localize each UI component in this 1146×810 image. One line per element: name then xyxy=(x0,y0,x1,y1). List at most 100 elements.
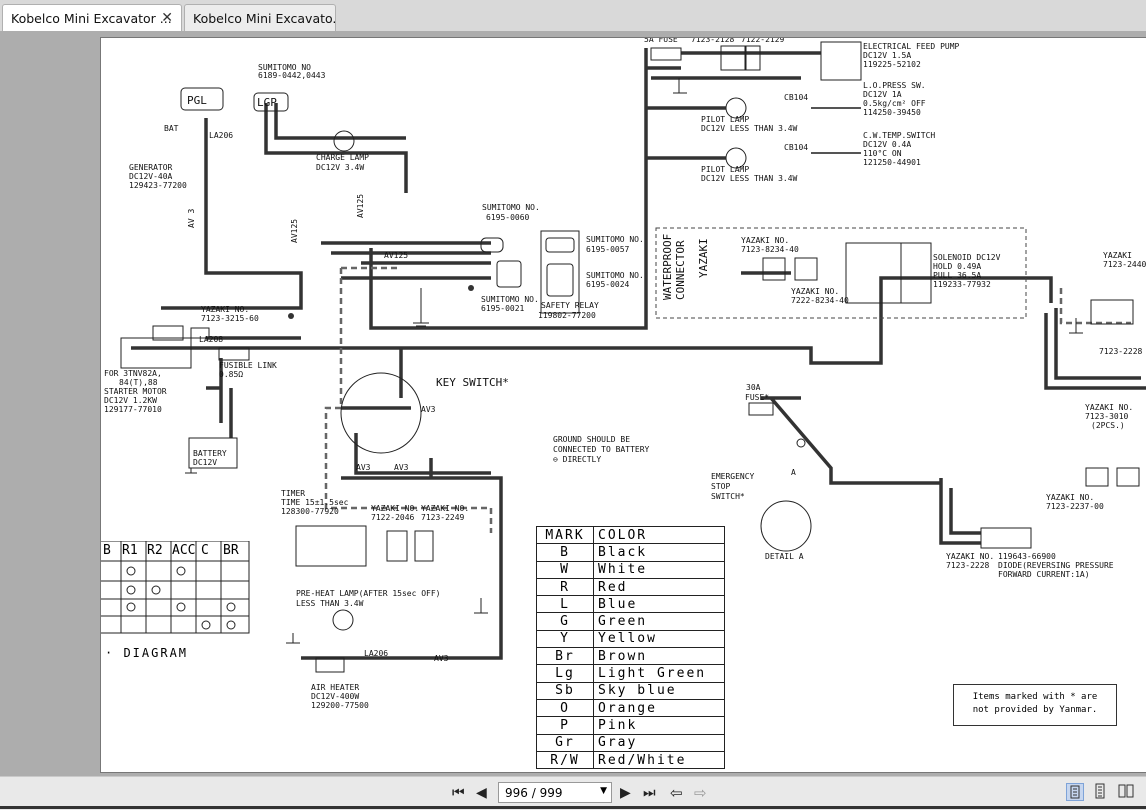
mark-cell: Y xyxy=(536,629,594,649)
svg-text:AV125: AV125 xyxy=(356,194,365,218)
svg-text:CONNECTED TO BATTERY: CONNECTED TO BATTERY xyxy=(553,445,650,454)
key-switch-grid xyxy=(101,541,250,634)
svg-text:0.5kg/cm² OFF: 0.5kg/cm² OFF xyxy=(863,99,926,108)
svg-text:LA206: LA206 xyxy=(364,649,388,658)
single-page-view-icon[interactable] xyxy=(1066,783,1084,801)
svg-text:YAZAKI: YAZAKI xyxy=(1103,251,1132,260)
svg-text:CHARGE LAMP: CHARGE LAMP xyxy=(316,153,369,162)
svg-text:DC12V-40A: DC12V-40A xyxy=(129,172,173,181)
color-cell: Pink xyxy=(593,716,725,735)
svg-text:6195-0024: 6195-0024 xyxy=(586,280,630,289)
close-icon[interactable]: ✕ xyxy=(161,10,173,26)
key-header: R1 xyxy=(122,543,138,558)
svg-text:CB104: CB104 xyxy=(784,143,808,152)
svg-text:STOP: STOP xyxy=(711,482,730,491)
header-mark: MARK xyxy=(536,525,594,545)
svg-text:STARTER MOTOR: STARTER MOTOR xyxy=(104,387,167,396)
svg-text:YAZAKI NO.: YAZAKI NO. xyxy=(946,552,994,561)
last-page-icon[interactable]: ⏭ xyxy=(643,785,656,801)
svg-text:AV125: AV125 xyxy=(384,251,408,260)
svg-text:SAFETY RELAY: SAFETY RELAY xyxy=(541,301,599,310)
svg-text:AV3: AV3 xyxy=(421,405,436,414)
svg-text:30A: 30A xyxy=(746,383,761,392)
svg-text:SOLENOID DC12V: SOLENOID DC12V xyxy=(933,253,1001,262)
chevron-down-icon: ▼ xyxy=(600,786,607,796)
key-header: C xyxy=(201,543,209,558)
svg-text:LESS THAN 3.4W: LESS THAN 3.4W xyxy=(296,599,364,608)
two-page-view-icon[interactable] xyxy=(1118,783,1136,801)
color-cell: Red xyxy=(593,577,725,597)
svg-text:FUSE*: FUSE* xyxy=(745,393,769,402)
tab-label: Kobelco Mini Excavato... xyxy=(193,11,336,26)
svg-text:CONNECTOR: CONNECTOR xyxy=(674,240,687,300)
first-page-icon[interactable]: ⏮ xyxy=(452,785,465,801)
svg-text:KEY SWITCH*: KEY SWITCH* xyxy=(436,376,509,389)
svg-text:LA206: LA206 xyxy=(209,131,233,140)
tab-bar: Kobelco Mini Excavator ... ✕ Kobelco Min… xyxy=(0,0,1146,32)
svg-text:DC12V 1.5A: DC12V 1.5A xyxy=(863,51,911,60)
color-cell: Brown xyxy=(593,647,725,666)
svg-text:CB104: CB104 xyxy=(784,93,808,102)
go-forward-icon[interactable]: ⇨ xyxy=(694,784,707,802)
color-cell: White xyxy=(593,560,725,579)
bottom-edge xyxy=(0,806,1146,809)
svg-text:SUMITOMO NO: SUMITOMO NO xyxy=(258,63,311,72)
mark-cell: R xyxy=(536,577,594,597)
continuous-view-icon[interactable] xyxy=(1092,783,1110,801)
svg-text:AIR HEATER: AIR HEATER xyxy=(311,683,359,692)
document-page: PGL LGP xyxy=(100,37,1146,773)
single-page-glyph xyxy=(1070,785,1080,799)
mark-cell: W xyxy=(536,560,594,579)
tab-document-1[interactable]: Kobelco Mini Excavator ... ✕ xyxy=(2,4,182,32)
two-page-glyph xyxy=(1118,784,1134,798)
svg-text:7123-2128: 7123-2128 xyxy=(691,38,735,44)
svg-text:YAZAKI NO.: YAZAKI NO. xyxy=(741,236,789,245)
svg-text:119802-77200: 119802-77200 xyxy=(538,311,596,320)
svg-text:6195-0021: 6195-0021 xyxy=(481,304,525,313)
svg-text:121250-44901: 121250-44901 xyxy=(863,158,921,167)
svg-text:FOR 3TNV82A,: FOR 3TNV82A, xyxy=(104,369,162,378)
svg-text:7123-2228: 7123-2228 xyxy=(1099,347,1143,356)
color-cell: Light Green xyxy=(593,664,725,683)
mark-cell: Sb xyxy=(536,681,594,700)
key-header: R2 xyxy=(147,543,163,558)
svg-text:DC12V 1A: DC12V 1A xyxy=(863,90,902,99)
svg-text:A: A xyxy=(791,468,796,477)
tab-document-2[interactable]: Kobelco Mini Excavato... xyxy=(184,4,336,31)
color-cell: Yellow xyxy=(593,629,725,649)
color-cell: Black xyxy=(593,543,725,562)
page-number-value: 996 / 999 xyxy=(505,786,563,800)
svg-text:AV125: AV125 xyxy=(290,219,299,243)
mark-cell: Br xyxy=(536,647,594,666)
color-cell: Orange xyxy=(593,698,725,718)
svg-text:6189-0442,0443: 6189-0442,0443 xyxy=(258,71,326,80)
page-number-select[interactable]: 996 / 999 ▼ xyxy=(498,782,612,803)
wiring-diagram: PGL LGP xyxy=(104,38,1146,710)
mark-cell: L xyxy=(536,595,594,614)
svg-text:SUMITOMO NO.: SUMITOMO NO. xyxy=(586,235,644,244)
next-page-icon[interactable]: ▶ xyxy=(620,785,631,801)
footnote-box: Items marked with * are not provided by … xyxy=(953,684,1117,726)
key-header: B xyxy=(103,543,111,558)
footnote-line: Items marked with * are xyxy=(972,692,1098,702)
svg-text:DC12V 3.4W: DC12V 3.4W xyxy=(316,163,364,172)
svg-text:YAZAKI NO.: YAZAKI NO. xyxy=(1085,403,1133,412)
mark-cell: Gr xyxy=(536,733,594,752)
svg-text:114250-39450: 114250-39450 xyxy=(863,108,921,117)
svg-text:SWITCH*: SWITCH* xyxy=(711,492,745,501)
svg-text:119225-52102: 119225-52102 xyxy=(863,60,921,69)
go-back-icon[interactable]: ⇦ xyxy=(670,784,683,802)
previous-page-icon[interactable]: ◀ xyxy=(476,785,487,801)
svg-text:84(T),88: 84(T),88 xyxy=(119,378,158,387)
svg-text:L.O.PRESS SW.: L.O.PRESS SW. xyxy=(863,81,926,90)
svg-text:LGP: LGP xyxy=(257,96,277,109)
footnote-line: not provided by Yanmar. xyxy=(972,705,1098,715)
svg-text:DC12V-400W: DC12V-400W xyxy=(311,692,359,701)
svg-text:7122-2046: 7122-2046 xyxy=(371,513,415,522)
